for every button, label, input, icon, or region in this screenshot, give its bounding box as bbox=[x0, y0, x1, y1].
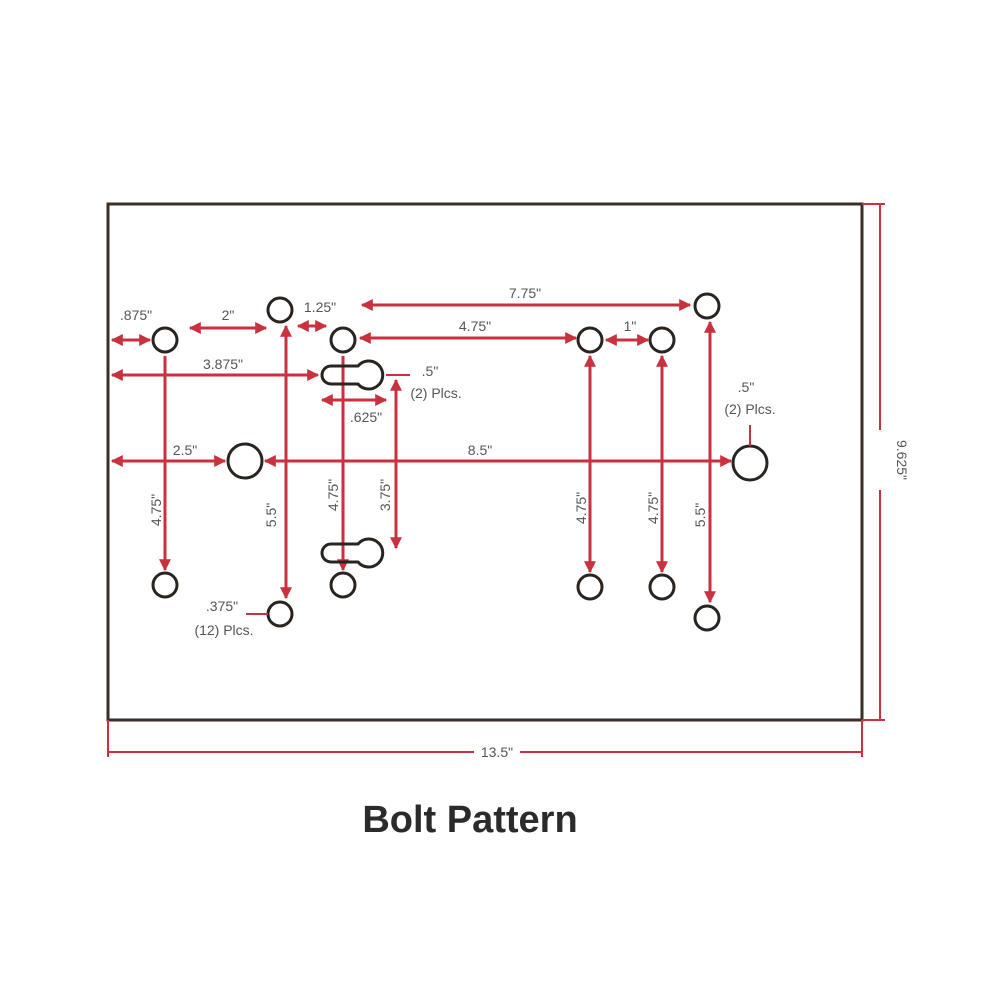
dim-label: 4.75" bbox=[459, 318, 491, 334]
bolt-hole bbox=[648, 326, 676, 354]
dim-label: 3.875" bbox=[203, 356, 243, 372]
callout-qty: (12) Plcs. bbox=[194, 622, 253, 638]
keyhole-slot bbox=[320, 359, 385, 391]
bolt-hole bbox=[576, 326, 604, 354]
keyhole-slots bbox=[320, 359, 385, 569]
dim-label: 5.5" bbox=[263, 503, 279, 527]
vertical-dimensions: 4.75" 5.5" 4.75" 3.75" 4.75" 4.75" 5.5" bbox=[148, 320, 716, 604]
dim-label: 2" bbox=[222, 307, 235, 323]
dim-label: 4.75" bbox=[573, 492, 589, 524]
bolt-hole bbox=[648, 573, 676, 601]
dim-label: 4.75" bbox=[325, 479, 341, 511]
small-hole-callout: .375" (12) Plcs. bbox=[194, 598, 268, 638]
dim-label: 2.5" bbox=[173, 442, 197, 458]
dim-label: 4.75" bbox=[148, 494, 164, 526]
bolt-hole bbox=[693, 292, 721, 320]
bolt-hole bbox=[151, 571, 179, 599]
bolt-hole bbox=[693, 604, 721, 632]
bolt-hole bbox=[576, 573, 604, 601]
width-dimension: 13.5" bbox=[107, 720, 863, 760]
callout-size: .5" bbox=[738, 379, 755, 395]
dim-label: .625" bbox=[350, 409, 382, 425]
diagram-title: Bolt Pattern bbox=[362, 799, 577, 841]
keyhole-slot bbox=[320, 537, 385, 569]
callout-size: .5" bbox=[422, 363, 439, 379]
height-dimension: 9.625" bbox=[862, 203, 910, 721]
bolt-hole bbox=[329, 326, 357, 354]
bolt-hole bbox=[266, 296, 294, 324]
large-bolt-hole bbox=[226, 442, 264, 480]
height-label: 9.625" bbox=[894, 440, 910, 480]
dim-label: 8.5" bbox=[468, 442, 492, 458]
dim-label: .875" bbox=[120, 307, 152, 323]
small-holes bbox=[151, 292, 721, 632]
callout-size: .375" bbox=[206, 598, 238, 614]
large-hole-callout: .5" (2) Plcs. bbox=[724, 379, 776, 446]
bolt-hole bbox=[151, 326, 179, 354]
slot-callout: .5" (2) Plcs. bbox=[386, 363, 462, 401]
horizontal-dimensions: .875" 2" 1.25" 7.75" 4.75" 1" 3.875" .62… bbox=[110, 285, 733, 467]
dim-label: 4.75" bbox=[645, 492, 661, 524]
callout-qty: (2) Plcs. bbox=[410, 385, 461, 401]
callout-qty: (2) Plcs. bbox=[724, 401, 775, 417]
width-label: 13.5" bbox=[481, 744, 513, 760]
dim-label: 1.25" bbox=[304, 299, 336, 315]
dim-label: 3.75" bbox=[377, 479, 393, 511]
dim-label: 1" bbox=[624, 318, 637, 334]
dim-label: 7.75" bbox=[509, 285, 541, 301]
bolt-hole bbox=[329, 571, 357, 599]
dim-label: 5.5" bbox=[692, 503, 708, 527]
